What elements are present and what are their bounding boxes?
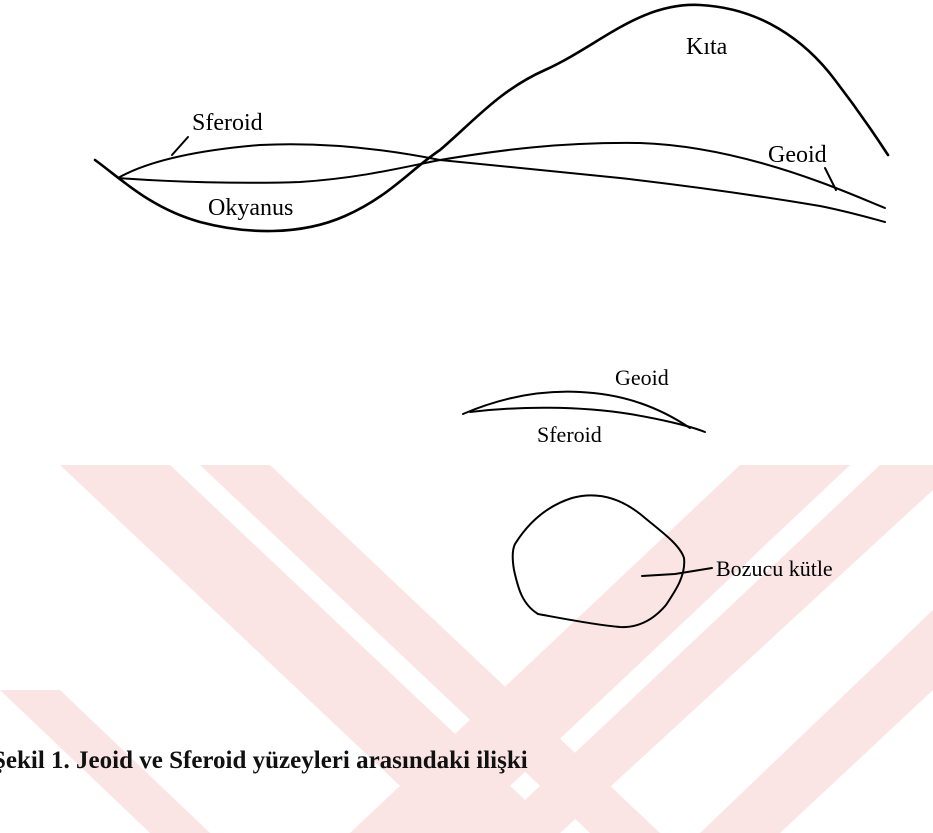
upper-profile: Kıta Sferoid Geoid Okyanus (93, 3, 890, 233)
watermark (0, 465, 933, 833)
label-geoid-top: Geoid (768, 142, 827, 168)
geoid-leader (824, 167, 837, 191)
label-sferoid-top: Sferoid (192, 110, 263, 136)
geoid-curve (93, 3, 890, 233)
spheroid-line (117, 141, 886, 209)
label-bozucu-kutle: Bozucu kütle (716, 556, 833, 581)
label-geoid-small: Geoid (615, 365, 669, 390)
mass-leader (641, 567, 713, 577)
geoid-line-lower (117, 159, 886, 223)
disturbing-mass: Bozucu kütle (511, 494, 833, 629)
mass-outline (511, 494, 686, 629)
small-geoid-curve (462, 390, 691, 429)
small-spheroid-line (469, 406, 706, 433)
label-okyanus: Okyanus (208, 195, 293, 221)
label-sferoid-small: Sferoid (537, 422, 602, 447)
small-bulge: Geoid Sferoid (462, 365, 706, 447)
label-kita: Kıta (686, 34, 728, 60)
sferoid-leader (171, 136, 189, 156)
figure-caption: Şekil 1. Jeoid ve Sferoid yüzeyleri aras… (0, 747, 528, 774)
